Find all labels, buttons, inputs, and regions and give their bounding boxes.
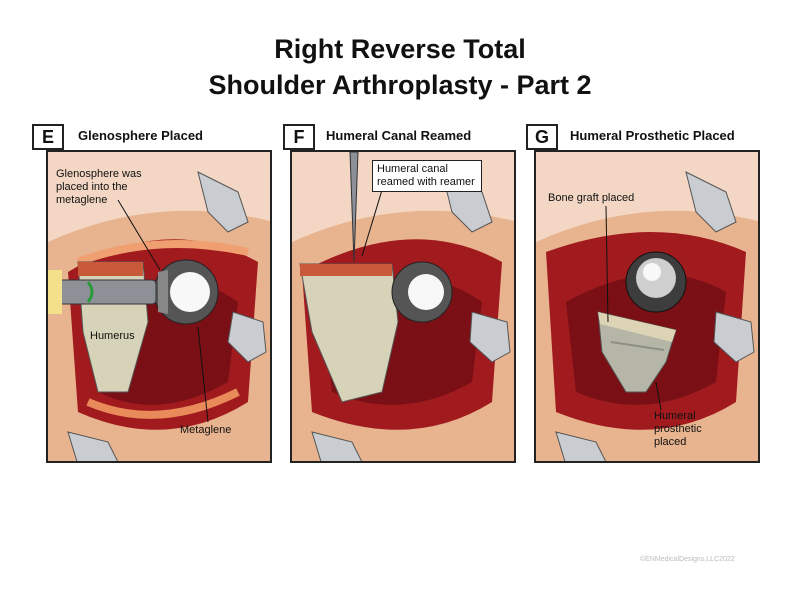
panel-f-surgical-scene bbox=[292, 152, 514, 461]
panel-f-illustration: Humeral canal reamed with reamer bbox=[290, 150, 516, 463]
panel-e-surgical-scene bbox=[48, 152, 270, 461]
panel-f-heading: Humeral Canal Reamed bbox=[326, 128, 472, 143]
label-humeral-canal-reamed: Humeral canal reamed with reamer bbox=[372, 160, 482, 192]
panel-f-letter: F bbox=[283, 124, 315, 150]
label-bone-graft-placed: Bone graft placed bbox=[548, 192, 635, 204]
panel-g-letter: G bbox=[526, 124, 558, 150]
title-line-2: Shoulder Arthroplasty - Part 2 bbox=[208, 70, 592, 100]
label-humeral-prosthetic-placed: Humeral prosthetic placed bbox=[654, 410, 702, 448]
panel-e-heading: Glenosphere Placed bbox=[78, 128, 203, 143]
panel-e-letter: E bbox=[32, 124, 64, 150]
panel-g-illustration: Bone graft placed Humeral prosthetic pla… bbox=[534, 150, 760, 463]
copyright: ©ENMedicalDesigns,LLC2022 bbox=[640, 556, 735, 563]
label-glenosphere-placed: Glenosphere was placed into the metaglen… bbox=[56, 168, 142, 206]
panel-g-surgical-scene bbox=[536, 152, 758, 461]
label-metaglene: Metaglene bbox=[180, 424, 232, 436]
title-line-1: Right Reverse Total bbox=[274, 34, 526, 64]
label-humerus: Humerus bbox=[90, 330, 135, 342]
panel-g-heading: Humeral Prosthetic Placed bbox=[570, 128, 735, 143]
panel-e-illustration: Glenosphere was placed into the metaglen… bbox=[46, 150, 272, 463]
